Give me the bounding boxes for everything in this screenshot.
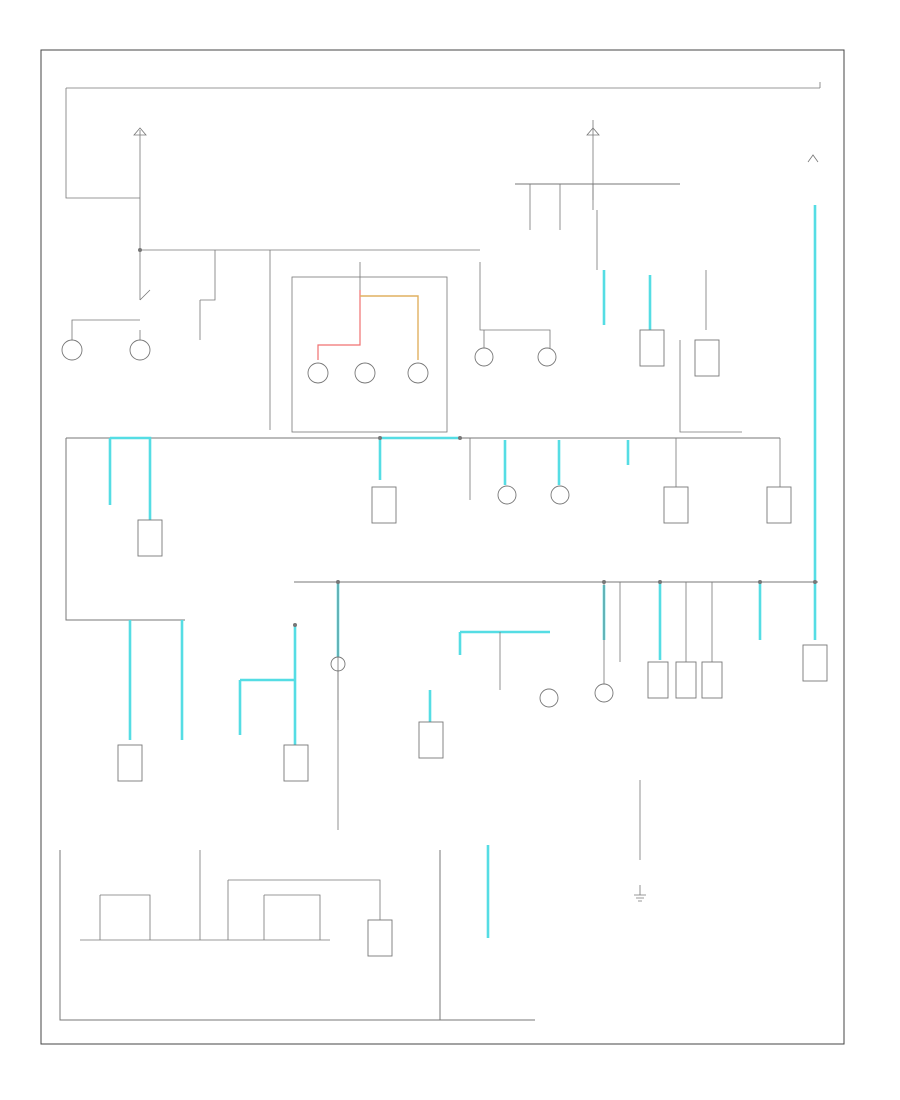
lamp-symbol [407, 362, 429, 384]
module-box-symbol [418, 721, 444, 759]
connection-wires [71, 210, 781, 941]
module-box-symbol [371, 486, 397, 524]
module-box-symbol [639, 329, 665, 367]
lamps [61, 339, 614, 708]
lamp-group-frame [291, 276, 448, 433]
splice-dot-symbol [758, 580, 762, 584]
lamp-symbol [61, 339, 83, 361]
module-box-symbol [675, 661, 697, 699]
ground-symbol [807, 154, 819, 163]
fuse-block-center [515, 120, 680, 230]
splice-dot-symbol [336, 580, 340, 584]
module-box-symbol [701, 661, 723, 699]
module-box-symbol [766, 486, 792, 524]
top-distribution-lines [65, 82, 821, 199]
splice-dot-symbol [813, 580, 817, 584]
lamp-symbol [550, 485, 570, 505]
modules [117, 329, 828, 957]
lamp-symbol [594, 683, 614, 703]
lamp-symbol [307, 362, 329, 384]
splice-dot-symbol [602, 580, 606, 584]
splices [138, 248, 817, 627]
module-box-symbol [802, 644, 828, 682]
splice-dot-symbol [658, 580, 662, 584]
module-box-symbol [694, 339, 720, 377]
module-box-symbol [647, 661, 669, 699]
lamp-colored-wires [317, 290, 419, 360]
powered-circuits [108, 205, 817, 938]
splice-dot-symbol [293, 623, 297, 627]
lamp-symbol [129, 339, 151, 361]
module-box-symbol [117, 744, 143, 782]
lamp-symbol [537, 347, 557, 367]
module-box-symbol [283, 744, 309, 782]
lamp-symbol [497, 485, 517, 505]
grounds [634, 154, 819, 902]
fuse-block-left [133, 127, 480, 301]
module-box-symbol [663, 486, 689, 524]
diagram-frame [40, 49, 845, 1045]
splice-dot-symbol [378, 436, 382, 440]
module-box-symbol [367, 919, 393, 957]
lamp-symbol [354, 362, 376, 384]
ground-symbol [634, 885, 646, 902]
lamp-symbol [539, 688, 559, 708]
module-box-symbol [137, 519, 163, 557]
splice-dot-symbol [138, 248, 142, 252]
lamp-symbol [474, 347, 494, 367]
splice-dot-symbol [458, 436, 462, 440]
